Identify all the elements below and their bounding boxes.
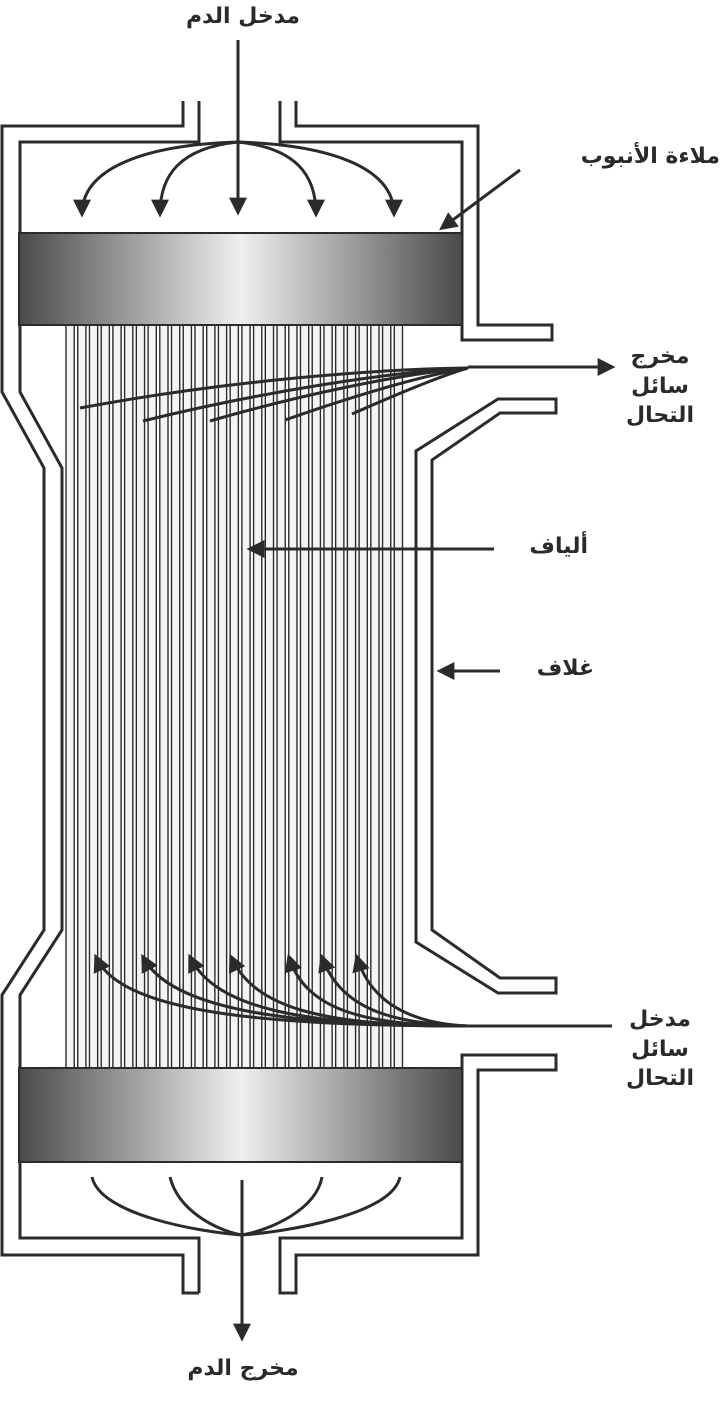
fiber-tube [358, 324, 369, 1069]
label-dialysate-outlet-line-3: التحال [626, 403, 694, 429]
fiber-tube [276, 324, 286, 1069]
label-shell: غلاف [536, 656, 594, 681]
label-dialysate-outlet-line-1: مخرج [630, 344, 690, 369]
fiber-tube [252, 324, 263, 1069]
outlet-converge-1 [90, 1176, 243, 1237]
fiber-tube [159, 324, 169, 1069]
fiber-tube [88, 324, 99, 1069]
fiber-tube [311, 324, 322, 1069]
tube-sheet-pointer [439, 168, 521, 231]
label-dialysate-inlet-line-3: التحال [626, 1066, 694, 1092]
fiber-tube [217, 324, 228, 1069]
fiber-tube [170, 324, 181, 1069]
fiber-bundle [65, 324, 404, 1069]
shell-bottom-right [278, 1053, 558, 1295]
label-blood-outlet: مخرج الدم [187, 1356, 299, 1381]
fiber-tube [264, 324, 275, 1069]
fiber-tube [299, 324, 310, 1069]
label-dialysate-outlet-line-2: سائل [631, 373, 689, 399]
fiber-tube [393, 324, 404, 1069]
fiber-tube [77, 324, 87, 1069]
fiber-tube [370, 324, 380, 1069]
fiber-tube [182, 324, 193, 1069]
inlet-fan-7 [352, 953, 469, 1028]
outlet-fan-1 [79, 366, 469, 410]
fiber-tube [241, 324, 251, 1069]
shell-middle-right [414, 397, 558, 995]
fiber-tube [123, 324, 134, 1069]
outlet-fan-5 [351, 366, 469, 416]
label-dialysate-outlet: مخرج سائل التحال [610, 342, 710, 431]
fiber-tube [205, 324, 216, 1069]
fiber-tube [323, 324, 333, 1069]
outlet-converge-4 [241, 1176, 402, 1237]
fiber-tube [229, 324, 240, 1069]
shell-left-inner [18, 101, 201, 1293]
fiber-tube [288, 324, 298, 1069]
fiber-tube [194, 324, 204, 1069]
outlet-converge-2 [168, 1176, 243, 1237]
fiber-tube [334, 324, 345, 1069]
label-dialysate-inlet-line-2: سائل [631, 1036, 689, 1062]
fiber-tube [381, 324, 392, 1069]
fiber-tube [346, 324, 357, 1069]
label-fibers: ألياف [529, 534, 588, 559]
fiber-tube [147, 324, 157, 1069]
inlet-spread-arrow-4 [237, 140, 403, 218]
inlet-spread-arrow-1 [73, 140, 239, 218]
outlet-fan-4 [284, 366, 469, 422]
fiber-tube [65, 324, 75, 1069]
label-dialysate-inlet: مدخل سائل التحال [610, 1005, 710, 1094]
label-tube-sheet: ملاءة الأنبوب [580, 144, 720, 169]
inlet-spread-arrow-2 [151, 140, 239, 218]
shell-top-right [278, 101, 554, 342]
inlet-spread-arrow-3 [237, 140, 325, 218]
inlet-fan-5 [284, 953, 469, 1028]
tube-sheet-bottom [18, 1067, 463, 1163]
fiber-tube [112, 324, 122, 1069]
label-blood-inlet: مدخل الدم [185, 4, 301, 29]
tube-sheet-top [18, 232, 463, 326]
shell-left-outer [0, 101, 199, 1295]
fiber-tube [100, 324, 111, 1069]
fiber-tube [135, 324, 146, 1069]
label-dialysate-inlet-line-1: مدخل [629, 1007, 691, 1032]
housing-shell [0, 101, 558, 1295]
outlet-fan-3 [209, 366, 469, 423]
